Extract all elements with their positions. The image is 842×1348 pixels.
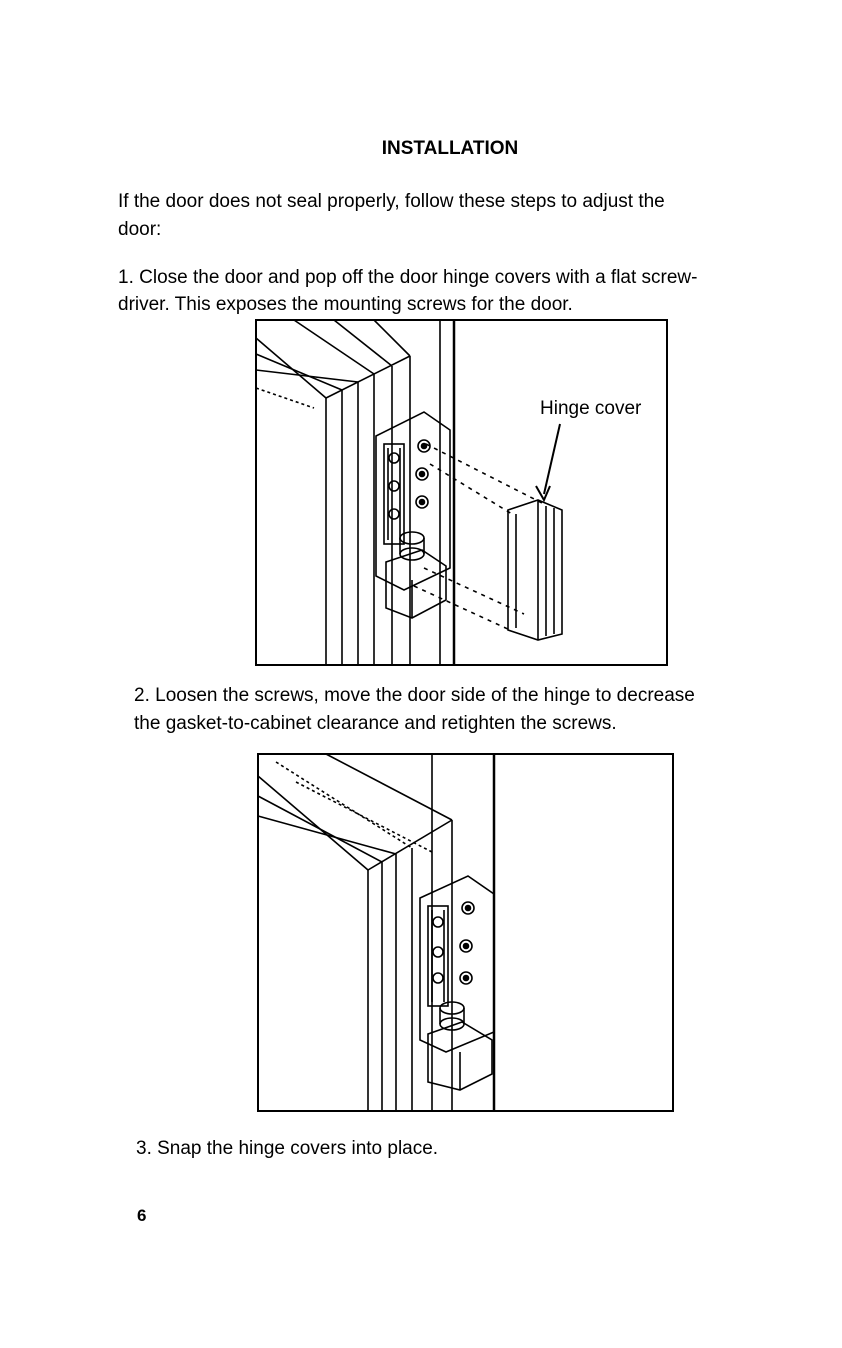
step-1-line-2: driver. This exposes the mounting screws… — [118, 294, 573, 315]
intro-line-1: If the door does not seal properly, foll… — [118, 191, 665, 212]
hinge-cover-figure: Hinge cover — [255, 319, 668, 666]
hinge-adjust-figure — [257, 753, 674, 1112]
step-3-line-1: 3. Snap the hinge covers into place. — [136, 1138, 439, 1159]
page-heading: INSTALLATION — [381, 138, 519, 159]
step-2-line-1: 2. Loosen the screws, move the door side… — [134, 685, 695, 706]
page-number: 6 — [137, 1206, 147, 1225]
step-2-line-2: the gasket-to-cabinet clearance and reti… — [134, 713, 617, 734]
hinge-cover-callout: Hinge cover — [540, 398, 642, 419]
step-1-line-1: 1. Close the door and pop off the door h… — [118, 267, 698, 288]
intro-line-2: door: — [118, 219, 162, 240]
